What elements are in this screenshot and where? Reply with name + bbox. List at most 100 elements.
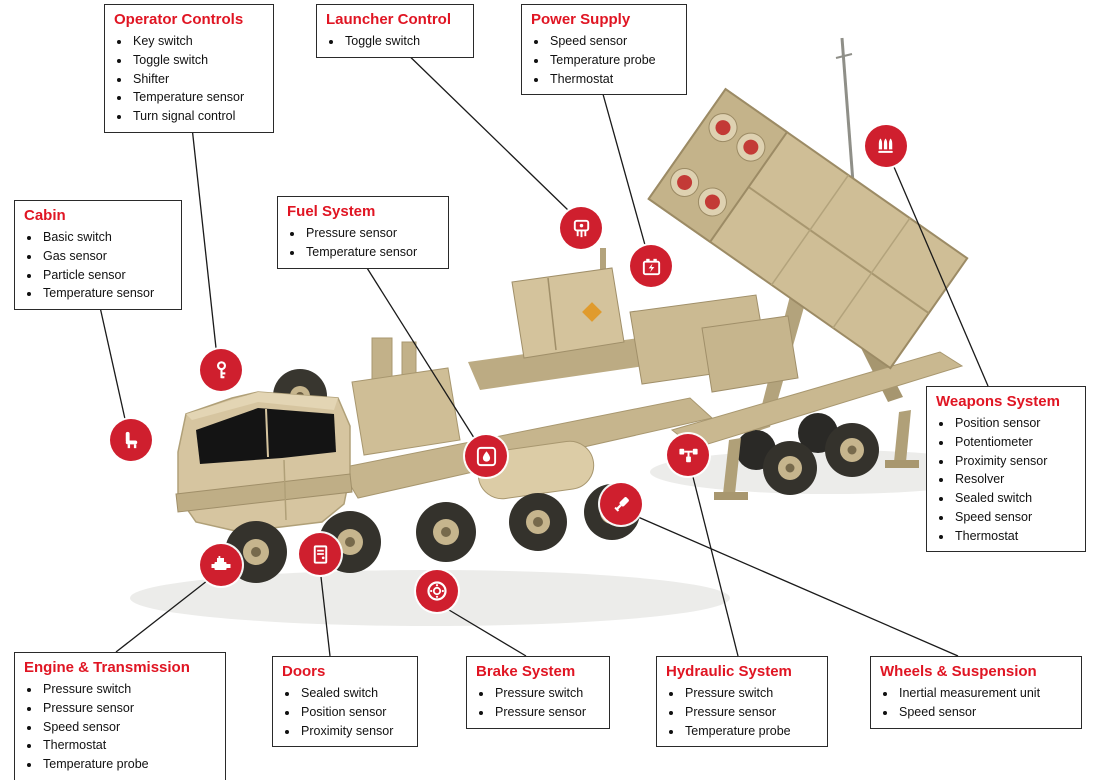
connector-lines	[99, 44, 989, 657]
callout-item: Pressure sensor	[683, 703, 818, 722]
callout-title: Fuel System	[287, 203, 376, 220]
weapons-system-icon	[865, 125, 907, 167]
callout-power-supply: Power Supply Speed sensorTemperature pro…	[521, 4, 687, 96]
callout-line-power-supply	[600, 86, 646, 246]
callout-item: Sealed switch	[299, 684, 408, 703]
callout-title: Weapons System	[936, 393, 1060, 410]
callout-line-cabin	[99, 306, 126, 420]
doors-icon	[299, 533, 341, 575]
callout-item: Pressure switch	[41, 680, 216, 699]
seat-icon	[125, 431, 137, 448]
callout-item: Speed sensor	[953, 508, 1076, 527]
callout-item: Thermostat	[953, 527, 1076, 546]
ammunition-icon	[877, 137, 893, 153]
callout-brake-system: Brake System Pressure switchPressure sen…	[466, 656, 610, 729]
callout-doors: Doors Sealed switchPosition sensorProxim…	[272, 656, 418, 748]
callout-item: Speed sensor	[548, 32, 677, 51]
callout-weapons-system: Weapons System Position sensorPotentiome…	[926, 386, 1086, 553]
callout-item: Toggle switch	[131, 51, 264, 70]
door-icon	[313, 544, 327, 564]
callout-item: Gas sensor	[41, 247, 172, 266]
operator-controls-key-icon	[200, 349, 242, 391]
callout-item: Potentiometer	[953, 433, 1076, 452]
callout-item: Pressure sensor	[41, 699, 216, 718]
callout-item: Thermostat	[41, 736, 216, 755]
callout-line-brake-system	[443, 606, 527, 657]
callout-wheels-suspension: Wheels & Suspension Inertial measurement…	[870, 656, 1082, 729]
callout-item: Key switch	[131, 32, 264, 51]
power-box-icon	[642, 258, 660, 275]
brake-disc-icon	[427, 581, 447, 601]
callout-item: Resolver	[953, 470, 1076, 489]
callout-title: Brake System	[476, 663, 576, 680]
launcher-control-icon	[560, 207, 602, 249]
shock-absorber-icon	[613, 496, 629, 512]
callout-title: Power Supply	[531, 11, 631, 28]
power-supply-icon	[630, 245, 672, 287]
callout-item: Temperature sensor	[131, 88, 264, 107]
hydraulic-manifold-icon	[678, 448, 698, 462]
callout-item: Position sensor	[299, 703, 408, 722]
fuel-system-icon	[465, 435, 507, 477]
launcher-canister	[647, 87, 969, 370]
hydraulic-system-icon	[667, 434, 709, 476]
callout-item: Shifter	[131, 70, 264, 89]
callout-item: Temperature probe	[683, 722, 818, 741]
callout-item: Sealed switch	[953, 489, 1076, 508]
callout-operator-controls: Operator Controls Key switchToggle switc…	[104, 4, 274, 133]
callout-item: Particle sensor	[41, 266, 172, 285]
callout-title: Wheels & Suspension	[880, 663, 1037, 680]
callout-launcher-control: Launcher Control Toggle switch	[316, 4, 474, 58]
callout-hydraulic-system: Hydraulic System Pressure switchPressure…	[656, 656, 828, 748]
engine-block-icon	[211, 556, 231, 570]
callout-item: Position sensor	[953, 414, 1076, 433]
fuel-droplet-icon	[476, 446, 496, 466]
callout-item: Speed sensor	[41, 718, 216, 737]
callout-item: Pressure switch	[683, 684, 818, 703]
callout-list: Pressure switchPressure sensor	[476, 684, 600, 722]
callout-item: Inertial measurement unit	[897, 684, 1072, 703]
engine-icon	[200, 544, 242, 586]
callout-item: Pressure switch	[493, 684, 600, 703]
callout-list: Speed sensorTemperature probeThermostat	[531, 32, 677, 88]
callout-list: Pressure sensorTemperature sensor	[287, 224, 439, 262]
callout-line-engine-transmission	[115, 576, 213, 653]
brake-system-icon	[416, 570, 458, 612]
wheels-suspension-icon	[600, 483, 642, 525]
cabin-seat-icon	[110, 419, 152, 461]
callout-list: Position sensorPotentiometerProximity se…	[936, 414, 1076, 545]
callout-item: Toggle switch	[343, 32, 464, 51]
callout-item: Speed sensor	[897, 703, 1072, 722]
callout-item: Thermostat	[548, 70, 677, 89]
callout-list: Basic switchGas sensorParticle sensorTem…	[24, 228, 172, 303]
callout-item: Temperature sensor	[41, 284, 172, 303]
callout-item: Turn signal control	[131, 107, 264, 126]
callout-line-hydraulic-system	[692, 476, 739, 657]
callout-list: Key switchToggle switchShifterTemperatur…	[114, 32, 264, 126]
callout-line-fuel-system	[361, 259, 477, 442]
callout-list: Inertial measurement unitSpeed sensor	[880, 684, 1072, 722]
callout-list: Sealed switchPosition sensorProximity se…	[282, 684, 408, 740]
callout-engine-transmission: Engine & Transmission Pressure switchPre…	[14, 652, 226, 780]
callout-list: Pressure switchPressure sensorTemperatur…	[666, 684, 818, 740]
callout-item: Temperature probe	[41, 755, 216, 774]
callout-line-doors	[320, 576, 331, 657]
callout-item: Proximity sensor	[299, 722, 408, 741]
callout-item: Proximity sensor	[953, 452, 1076, 471]
callout-cabin: Cabin Basic switchGas sensorParticle sen…	[14, 200, 182, 310]
callout-title: Engine & Transmission	[24, 659, 190, 676]
callout-title: Launcher Control	[326, 11, 452, 28]
callout-fuel-system: Fuel System Pressure sensorTemperature s…	[277, 196, 449, 269]
callout-line-wheels-suspension	[637, 516, 959, 657]
truck-cab	[175, 391, 353, 533]
callout-item: Temperature sensor	[304, 243, 439, 262]
key-icon	[216, 360, 226, 378]
callout-line-weapons-system	[893, 166, 989, 387]
callout-title: Hydraulic System	[666, 663, 792, 680]
callout-list: Pressure switchPressure sensorSpeed sens…	[24, 680, 216, 774]
callout-line-operator-controls	[191, 126, 217, 349]
callout-title: Operator Controls	[114, 11, 244, 28]
callout-line-launcher-control	[397, 44, 570, 212]
